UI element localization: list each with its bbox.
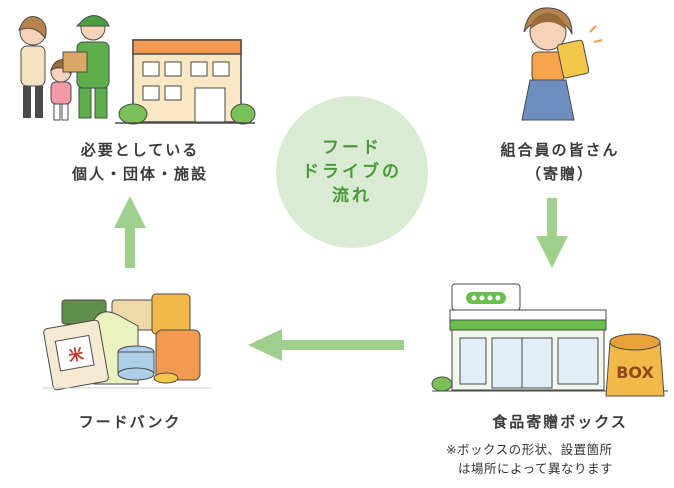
delivery-worker-icon xyxy=(62,15,110,119)
members-label-line1: 組合員の皆さん xyxy=(500,141,620,159)
arrow-down xyxy=(536,198,568,268)
box-note: ※ボックスの形状、設置箇所 は場所によって異なります xyxy=(446,440,672,478)
foodbank-label: フードバンク xyxy=(30,410,230,434)
flow-title-line2: ドライブの xyxy=(302,162,402,182)
flow-title-line3: 流れ xyxy=(332,186,372,206)
box-note-line2: は場所によって異なります xyxy=(458,461,614,476)
child-figure-icon xyxy=(50,59,72,121)
recipients-label-line1: 必要としている xyxy=(80,141,200,159)
food-goods-icon: 米 xyxy=(42,293,212,391)
rice-text: 米 xyxy=(67,345,86,366)
woman-figure-icon xyxy=(18,16,47,118)
arrow-left xyxy=(248,329,404,361)
foodbank-illustration: 米 xyxy=(42,293,212,391)
box-label-text: 食品寄贈ボックス xyxy=(492,413,628,431)
flow-title-circle: フード ドライブの 流れ xyxy=(276,96,428,248)
flow-title-line1: フード xyxy=(322,138,382,158)
box-label: 食品寄贈ボックス xyxy=(460,410,660,434)
recipients-illustration xyxy=(18,15,256,125)
member-illustration xyxy=(521,7,603,121)
foodbank-label-text: フードバンク xyxy=(78,413,182,431)
arrow-up xyxy=(114,196,146,268)
recipients-label-line2: 個人・団体・施設 xyxy=(71,165,208,183)
store-building-icon xyxy=(431,283,668,392)
members-label: 組合員の皆さん （寄贈） xyxy=(460,138,660,186)
donation-box-illustration: BOX xyxy=(431,283,668,397)
donation-box-icon: BOX xyxy=(605,333,665,397)
rice-bag-icon xyxy=(556,25,603,79)
member-woman-icon xyxy=(521,7,575,121)
recipients-label: 必要としている 個人・団体・施設 xyxy=(40,138,240,186)
members-label-line2: （寄贈） xyxy=(525,165,594,183)
facility-building-icon xyxy=(115,39,256,125)
box-note-line1: ※ボックスの形状、設置箇所 xyxy=(446,442,613,457)
donation-box-text: BOX xyxy=(616,363,654,382)
